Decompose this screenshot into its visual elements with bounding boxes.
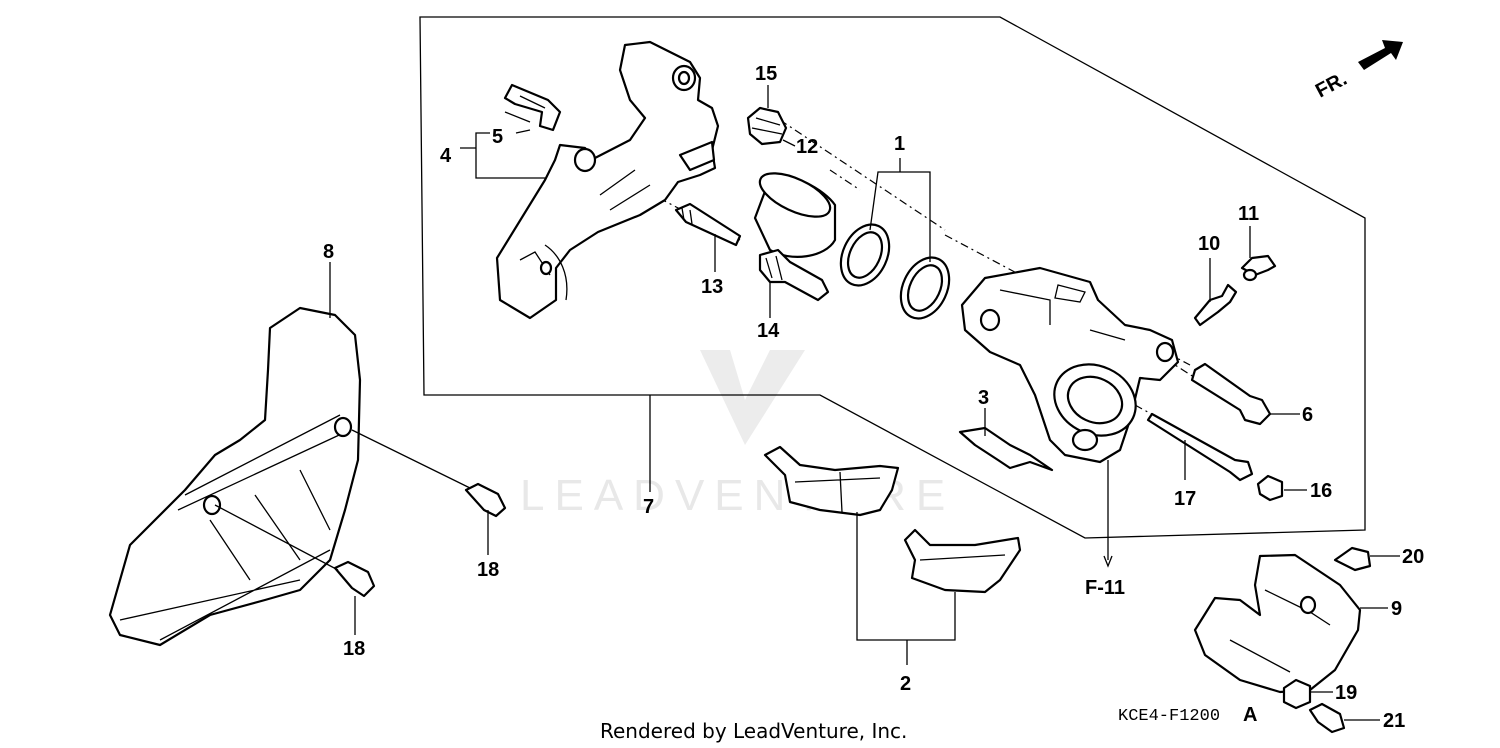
part-18-bolts [333,482,507,598]
assembly-boundary [419,16,1366,539]
callout-10: 10 [1198,233,1220,255]
caliper-body [960,266,1180,464]
part-5-pad-spring [503,83,562,132]
callout-21: 21 [1383,710,1405,732]
reference-label: F-11 [1085,577,1125,599]
part-14-pin-bolt [758,248,830,302]
callout-8: 8 [323,241,334,263]
part-19-collar [1282,678,1312,710]
callout-2: 2 [900,673,911,695]
front-arrow-icon [1358,40,1403,70]
callout-labels: 1 2 3 4 5 6 7 8 9 10 11 12 13 14 15 16 1… [323,63,1424,732]
part-12-piston [753,172,837,258]
part-9-guard [1193,553,1362,694]
footer-credit: Rendered by LeadVenture, Inc. [600,719,907,743]
callout-17: 17 [1174,488,1196,510]
part-13-pin-bolt [674,202,742,247]
callout-15: 15 [755,63,777,85]
callout-9: 9 [1391,598,1402,620]
part-20-bolt [1333,546,1372,572]
part-8-guard [108,306,362,647]
figure-code-suffix: A [1243,704,1257,726]
callout-5: 5 [492,126,503,148]
figure-code-text: KCE4-F1200 [1118,707,1220,726]
part-15-nut [746,106,788,146]
callout-18-lower: 18 [343,638,365,660]
part-17-pin-bolt [1146,412,1254,482]
callout-4: 4 [440,145,452,167]
callout-1: 1 [894,133,905,155]
callout-11: 11 [1238,203,1259,225]
callout-6: 6 [1302,404,1313,426]
front-direction-label: FR. [1312,68,1351,103]
callout-7: 7 [643,496,654,518]
figure-code: KCE4-F1200 A [1118,704,1257,726]
part-3-pad-spring [958,426,1054,472]
part-21-bolt [1308,702,1346,734]
callout-13: 13 [701,276,723,298]
part-11-bleeder-cap [1240,254,1277,282]
callout-19: 19 [1335,682,1357,704]
callout-3: 3 [978,387,989,409]
callout-16: 16 [1310,480,1332,502]
callout-14: 14 [757,320,780,342]
part-10-bleeder-valve [1193,283,1238,327]
part-2-brake-pads [763,445,1022,594]
callout-12: 12 [796,136,818,158]
watermark-logo-icon [700,350,805,445]
part-4-caliper-bracket [495,40,720,320]
callout-20: 20 [1402,546,1424,568]
leader-lines [214,85,1400,721]
part-16-plug [1256,474,1284,502]
part-1-piston-seals [839,223,951,320]
front-direction-indicator: FR. [1312,40,1403,102]
callout-18-upper: 18 [477,559,499,581]
part-6-pin [1190,362,1272,426]
